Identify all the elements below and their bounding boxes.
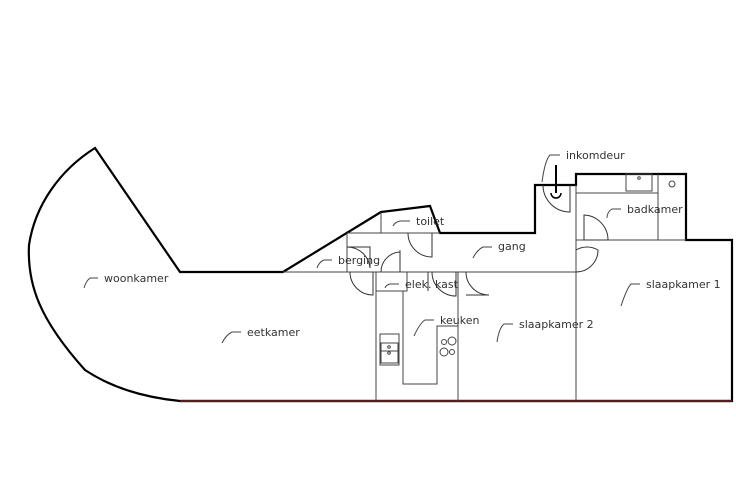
label-slaapkamer-1: slaapkamer 1 (646, 278, 721, 291)
woonkamer-door (349, 271, 374, 296)
label-berging: berging (338, 254, 380, 267)
leader-arrow-icon (392, 220, 410, 227)
keuken-door (431, 271, 457, 297)
shower-drain-icon (668, 180, 676, 188)
leader-arrow-icon (221, 331, 241, 344)
slaapkamer2-door (465, 271, 490, 296)
berging-inner-door (346, 246, 371, 269)
outer-wall (27, 146, 734, 403)
label-inkomdeur: inkomdeur (566, 149, 625, 162)
leader-arrow-icon (384, 283, 399, 289)
cooktop-icon (439, 336, 457, 357)
label-elek-kast: elek. kast (405, 278, 459, 291)
leader-arrow-icon (472, 246, 492, 259)
label-eetkamer: eetkamer (247, 326, 300, 339)
label-badkamer: badkamer (627, 203, 683, 216)
entrance-door (542, 184, 571, 213)
leader-arrow-icon (413, 319, 434, 337)
label-slaapkamer-2: slaapkamer 2 (519, 318, 594, 331)
doors (346, 165, 609, 297)
badkamer-door (583, 214, 609, 241)
label-woonkamer: woonkamer (104, 272, 169, 285)
toilet-door (407, 232, 433, 258)
leader-arrow-icon (541, 154, 560, 183)
kitchen-sink-icon (379, 333, 400, 366)
leader-arrow-icon (606, 208, 621, 219)
interior-walls (283, 174, 686, 401)
label-toilet: toilet (416, 215, 445, 228)
leader-arrow-icon (496, 323, 513, 343)
bath-sink-icon (625, 173, 653, 192)
label-keuken: keuken (440, 314, 479, 327)
label-leaders (83, 154, 640, 344)
label-gang: gang (498, 240, 526, 253)
leader-arrow-icon (316, 259, 332, 269)
leader-arrow-icon (83, 277, 98, 289)
bathroom-fixtures (625, 173, 676, 192)
berging-door (380, 251, 401, 273)
leader-arrow-icon (620, 283, 640, 307)
slaapkamer1-door (575, 246, 599, 273)
